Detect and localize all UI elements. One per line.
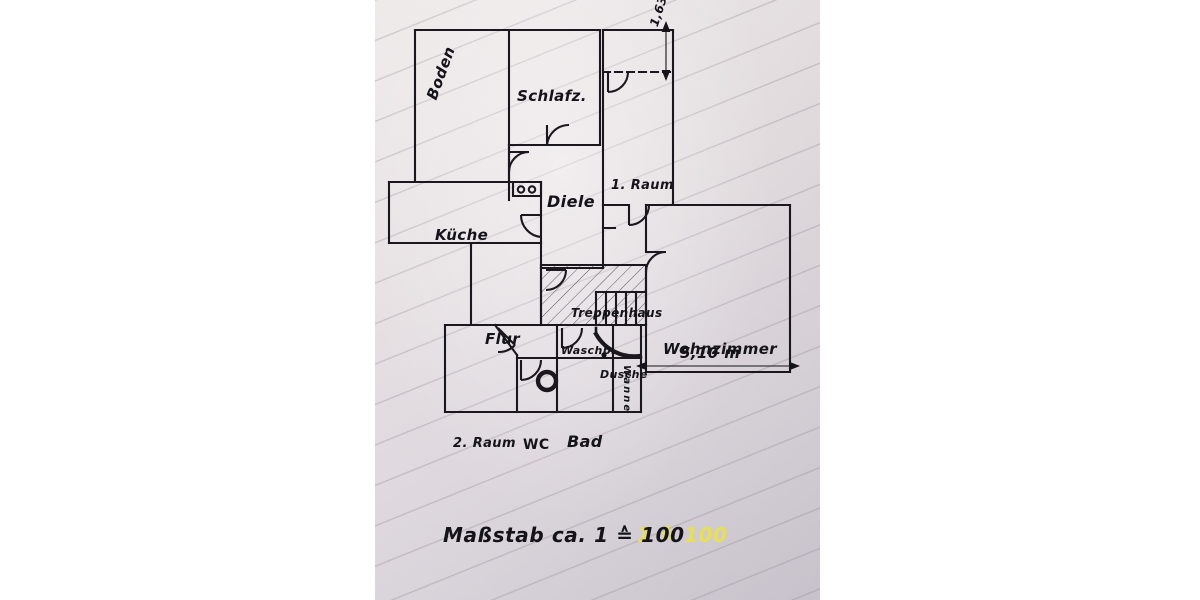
room-label-diele: Diele xyxy=(547,192,595,211)
room-label-bad: Bad xyxy=(567,432,603,451)
scale-note-marker: 1 ≙ 100 xyxy=(637,523,728,547)
room-label-kueche: Küche xyxy=(435,226,489,244)
room-label-dusche: Dusche xyxy=(600,368,648,381)
room-label-wc: WC xyxy=(523,437,550,453)
room-label-raum2: 2. Raum xyxy=(453,436,516,451)
room-label-waschbecken: Waschb. xyxy=(561,344,616,357)
room-label-raum1: 1. Raum xyxy=(611,178,674,193)
room-label-wohnzimmer: Wohnzimmer xyxy=(663,340,778,358)
floor-plan-drawing xyxy=(387,21,800,414)
dimension-label-width: 5,10 m xyxy=(680,344,741,362)
room-label-flur: Flur xyxy=(485,330,521,348)
paper-photo: Boden Schlafz. 1. Raum Küche Diele Flur … xyxy=(375,0,820,600)
scale-note-pen: Maßstab ca. 1 ≙ 100 xyxy=(443,523,685,547)
room-label-wanne: Wanne xyxy=(621,365,632,414)
room-label-treppenhaus: Treppenhaus xyxy=(571,306,663,320)
room-label-schlafz: Schlafz. xyxy=(517,87,587,105)
